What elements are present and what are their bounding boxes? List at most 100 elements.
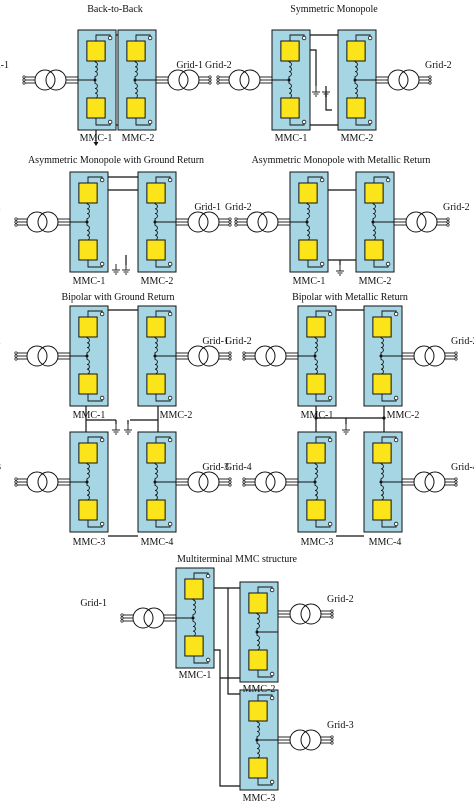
mmc-unit — [117, 29, 157, 131]
inductor-icon — [86, 203, 90, 219]
transformer-icon — [37, 211, 59, 233]
ground-icon — [342, 424, 350, 435]
transformer-icon — [254, 471, 276, 493]
dc-terminal-icon — [327, 521, 333, 527]
grid-terminal-icon — [330, 738, 334, 742]
grid-label: Grid-1 — [194, 202, 221, 213]
grid-terminal-icon — [14, 357, 18, 361]
dc-terminal-icon — [167, 437, 173, 443]
dc-terminal-icon — [269, 671, 275, 677]
panel-title: Bipolar with Metallic Return — [292, 292, 408, 303]
mmc-label: MMC-2 — [341, 133, 374, 144]
inductor-icon — [380, 485, 384, 501]
grid-terminal-icon — [454, 354, 458, 358]
junction-icon — [382, 416, 386, 420]
mmc-unit — [239, 689, 279, 791]
transformer-icon — [246, 211, 268, 233]
panel-title: Asymmetric Monopole with Ground Return — [28, 155, 204, 166]
grid-terminal-icon — [14, 354, 18, 358]
mmc-unit — [137, 171, 177, 273]
grid-terminal-icon — [228, 480, 232, 484]
dc-terminal-icon — [167, 395, 173, 401]
inductor-icon — [154, 463, 158, 479]
mmc-label: MMC-1 — [275, 133, 308, 144]
inductor-icon — [154, 203, 158, 219]
submodule-lower — [306, 499, 326, 521]
mmc-label: MMC-3 — [243, 793, 276, 804]
dc-terminal-icon — [167, 311, 173, 317]
ground-icon — [112, 264, 120, 275]
ground-icon — [336, 265, 344, 276]
submodule-upper — [306, 316, 326, 338]
dc-terminal-icon — [393, 311, 399, 317]
grid-terminal-icon — [234, 220, 238, 224]
transformer-icon — [387, 69, 409, 91]
submodule-lower — [78, 499, 98, 521]
submodule-upper — [346, 40, 366, 62]
inductor-icon — [86, 225, 90, 241]
inductor-icon — [372, 225, 376, 241]
dc-terminal-icon — [327, 311, 333, 317]
dc-terminal-icon — [99, 177, 105, 183]
transformer-icon — [198, 471, 220, 493]
inductor-icon — [256, 721, 260, 737]
transformer-icon — [416, 211, 438, 233]
mmc-label: MMC-2 — [243, 684, 276, 695]
panel-title: Bipolar with Ground Return — [61, 292, 174, 303]
inductor-icon — [134, 61, 138, 77]
transformer-icon — [424, 345, 446, 367]
transformer-icon — [34, 69, 56, 91]
inductor-icon — [256, 613, 260, 629]
mmc-label: MMC-3 — [73, 537, 106, 548]
grid-terminal-icon — [242, 357, 246, 361]
ac-node-icon — [313, 480, 317, 484]
ground-icon — [122, 264, 130, 275]
transformer-icon — [167, 69, 189, 91]
ac-node-icon — [153, 354, 157, 358]
ac-node-icon — [153, 480, 157, 484]
grid-feed — [14, 211, 70, 233]
submodule-lower — [364, 239, 384, 261]
ground-icon — [312, 86, 320, 97]
mmc-unit — [69, 431, 109, 533]
submodule-upper — [364, 182, 384, 204]
grid-feed — [176, 471, 232, 493]
grid-terminal-icon — [14, 483, 18, 487]
mmc-unit — [363, 305, 403, 407]
transformer-icon — [198, 345, 220, 367]
ac-node-icon — [85, 354, 89, 358]
dc-terminal-icon — [367, 35, 373, 41]
grid-feed — [176, 211, 232, 233]
transformer-icon — [45, 69, 67, 91]
inductor-icon — [134, 83, 138, 99]
grid-feed — [120, 607, 176, 629]
dc-terminal-icon — [99, 521, 105, 527]
ground-arrow-icon — [93, 142, 99, 146]
mmc-label: MMC-1 — [73, 276, 106, 287]
inductor-icon — [256, 635, 260, 651]
panel-title: Symmetric Monopole — [290, 4, 378, 15]
inductor-icon — [154, 337, 158, 353]
grid-terminal-icon — [216, 81, 220, 85]
dc-terminal-icon — [385, 261, 391, 267]
submodule-lower — [78, 239, 98, 261]
submodule-lower — [126, 97, 146, 119]
dc-terminal-icon — [319, 177, 325, 183]
grid-feed — [402, 471, 458, 493]
inductor-icon — [86, 359, 90, 375]
submodule-upper — [126, 40, 146, 62]
grid-terminal-icon — [22, 78, 26, 82]
inductor-icon — [314, 485, 318, 501]
dc-terminal-icon — [367, 119, 373, 125]
submodule-upper — [78, 442, 98, 464]
grid-terminal-icon — [22, 81, 26, 85]
dc-terminal-icon — [393, 521, 399, 527]
dc-terminal-icon — [269, 587, 275, 593]
dc-terminal-icon — [147, 119, 153, 125]
grid-terminal-icon — [14, 477, 18, 481]
grid-label: Grid-1 — [80, 598, 107, 609]
submodule-upper — [372, 442, 392, 464]
transformer-icon — [132, 607, 154, 629]
dc-terminal-icon — [393, 395, 399, 401]
mmc-label: MMC-2 — [122, 133, 155, 144]
